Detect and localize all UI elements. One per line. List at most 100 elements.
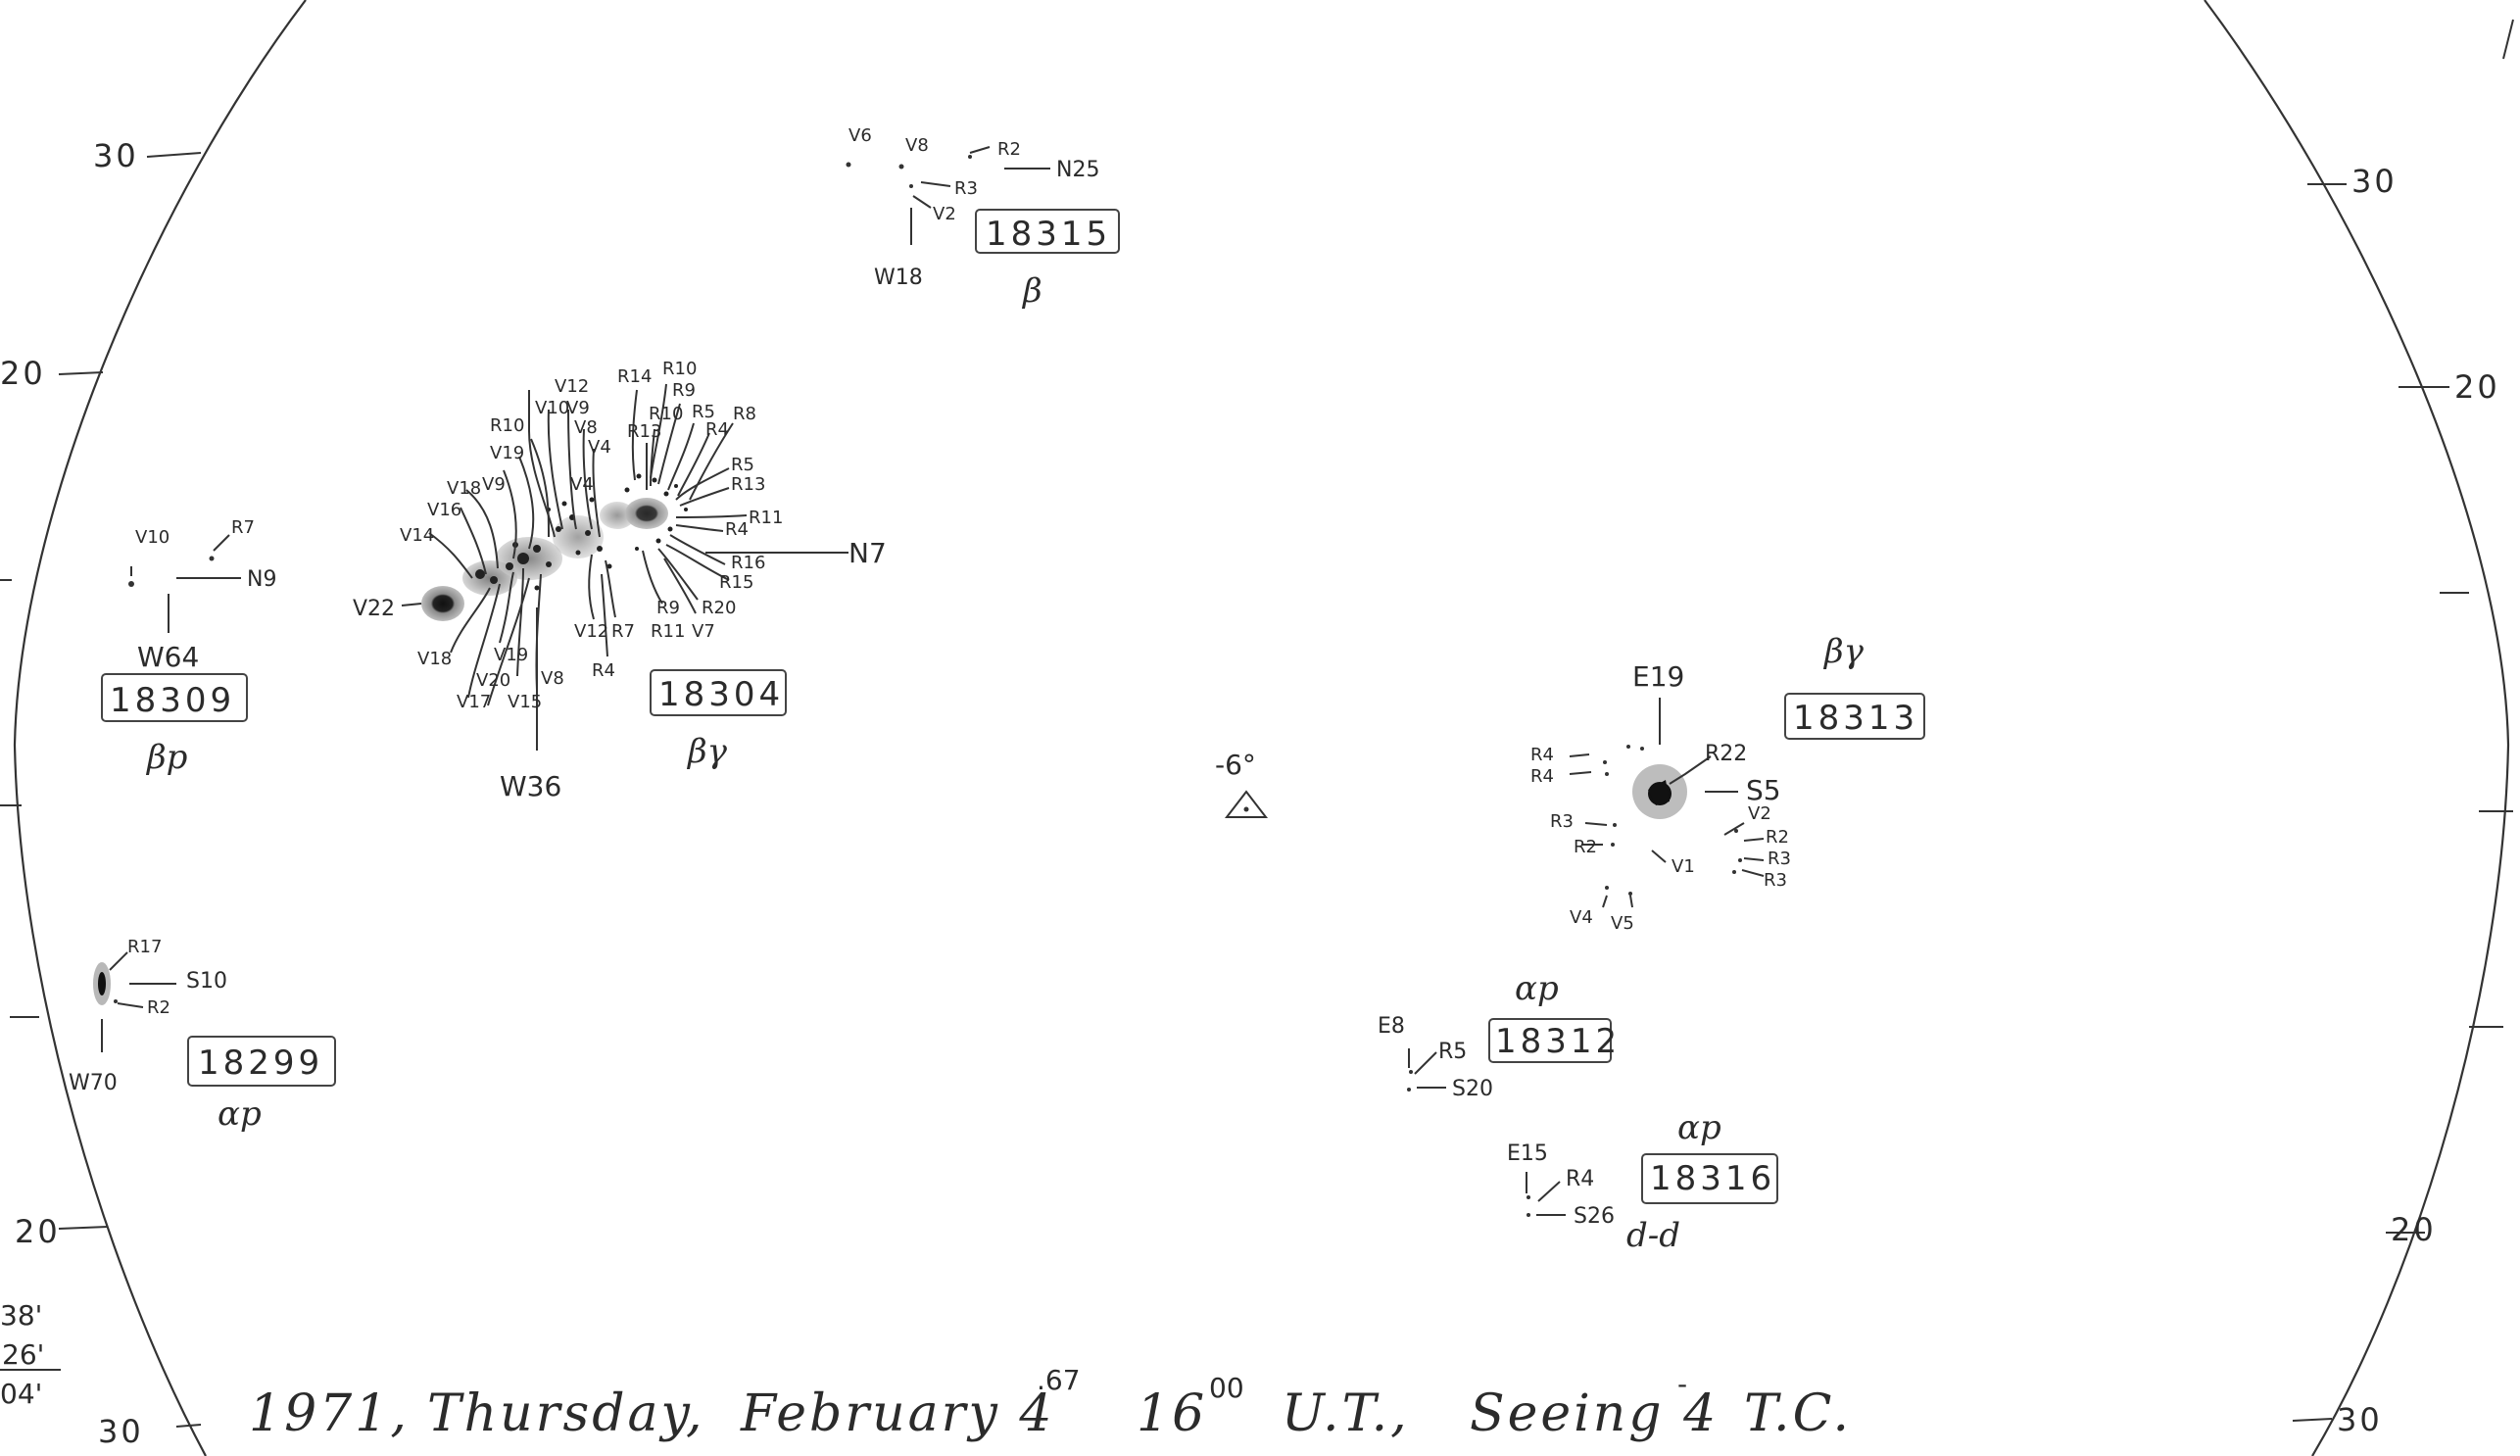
caption-year: 1971, xyxy=(249,1384,410,1443)
corner-note-line-2: 26' xyxy=(2,1338,44,1371)
spot-label: V10 xyxy=(135,527,170,548)
region-class: αp xyxy=(218,1094,262,1134)
spot-label: R10 xyxy=(649,404,683,424)
spot-label: V14 xyxy=(400,525,434,546)
region-lon: W36 xyxy=(500,770,561,802)
spot-label: V9 xyxy=(566,398,590,418)
region-number: 18299 xyxy=(198,1043,323,1083)
scale-right-20-top: 20 xyxy=(2454,368,2500,406)
caption-time-sup: 00 xyxy=(1209,1372,1244,1404)
region-number: 18312 xyxy=(1495,1022,1621,1061)
spot-label: R3 xyxy=(954,178,978,199)
region-lat: N9 xyxy=(247,567,276,592)
spot-label: R15 xyxy=(719,572,753,593)
region-number: 18309 xyxy=(110,681,235,720)
spot-label: R20 xyxy=(702,598,736,618)
region-lat: S26 xyxy=(1574,1204,1615,1229)
caption-time: 16 xyxy=(1137,1384,1207,1443)
region-18316: E15 R4 S26 αp 18316 d-d xyxy=(1507,1108,1778,1255)
region-number: 18315 xyxy=(986,215,1111,254)
spot-label: V5 xyxy=(1611,913,1634,934)
region-18315: V6 V8 R2 R3 V2 N25 W18 18315 β xyxy=(846,125,1120,311)
spot-label: R22 xyxy=(1705,742,1747,766)
spot-label: R2 xyxy=(147,997,170,1018)
spot-label: R2 xyxy=(1766,827,1789,848)
spot-label: V10 xyxy=(535,398,569,418)
caption-date-sup: .67 xyxy=(1037,1364,1081,1396)
spot-label: V8 xyxy=(541,668,564,689)
region-lat: S10 xyxy=(186,969,227,994)
region-lat: N7 xyxy=(848,537,887,569)
caption-date: February 4 xyxy=(740,1384,1055,1443)
spot-label: R10 xyxy=(490,415,524,436)
spot-label: R5 xyxy=(731,455,754,475)
observation-caption: 1971, Thursday, February 4 .67 16 00 U.T… xyxy=(249,1364,1852,1443)
scale-left-20-top: 20 xyxy=(0,355,46,392)
spot-label: V19 xyxy=(494,645,528,665)
region-class-secondary: d-d xyxy=(1626,1216,1680,1255)
scale-right-30-bottom: 30 xyxy=(2337,1401,2383,1438)
region-18299: R17 R2 S10 W70 18299 αp xyxy=(69,937,336,1134)
spot-label: R11 xyxy=(651,621,685,642)
spot-label: V18 xyxy=(417,649,452,669)
region-lat: S5 xyxy=(1746,774,1781,806)
spot-label: R5 xyxy=(692,402,715,422)
spot-label: R4 xyxy=(725,519,749,540)
spot-label: V2 xyxy=(933,204,956,224)
caption-observer: T.C. xyxy=(1744,1384,1852,1443)
region-18312: E8 R5 S20 αp 18312 xyxy=(1378,969,1621,1101)
caption-ut: U.T., xyxy=(1282,1384,1410,1443)
spot-label: V4 xyxy=(1570,907,1593,928)
spot-label: R11 xyxy=(749,508,783,528)
caption-seeing-sup: - xyxy=(1677,1368,1687,1400)
spot-label: V8 xyxy=(905,135,929,156)
scale-right-20-bottom: 20 xyxy=(2391,1211,2437,1248)
region-18313: E19 R4 R4 R22 S5 R3 R2 V2 R2 R3 R3 V1 V4… xyxy=(1530,632,1925,934)
spot-label: R3 xyxy=(1768,849,1791,869)
scale-right-30-top: 30 xyxy=(2351,163,2398,200)
spot-label: R13 xyxy=(731,474,765,495)
spot-label: V12 xyxy=(574,621,608,642)
spot-label: R5 xyxy=(1438,1040,1467,1064)
region-lon: W70 xyxy=(69,1071,118,1095)
region-18309: V10 R7 N9 W64 18309 βp xyxy=(101,517,276,777)
region-lon: W18 xyxy=(874,266,923,290)
region-class: αp xyxy=(1515,969,1559,1008)
corner-note-line-1: 38' xyxy=(0,1299,42,1332)
spot-label: R14 xyxy=(617,366,652,387)
spot-label: V19 xyxy=(490,443,524,463)
spot-label: V17 xyxy=(457,692,491,712)
scale-left-20-bottom: 20 xyxy=(15,1213,61,1250)
spot-label: V20 xyxy=(476,670,510,691)
spot-label: V18 xyxy=(447,478,481,499)
region-lat: N25 xyxy=(1056,158,1099,182)
spot-label: R4 xyxy=(1530,745,1554,765)
spot-label: R17 xyxy=(127,937,162,957)
spot-label: V9 xyxy=(482,474,506,495)
spot-label: R8 xyxy=(733,404,756,424)
region-class: βp xyxy=(145,738,187,777)
region-class: βγ xyxy=(1822,632,1865,671)
spot-label: V4 xyxy=(570,474,594,495)
region-18304: V12 V10 V9 V8 V4 V19 R10 V18 V9 V16 V14 … xyxy=(353,359,887,802)
spot-label: V4 xyxy=(588,437,611,458)
spot-label: R13 xyxy=(627,421,661,442)
region-lon: E15 xyxy=(1507,1141,1548,1166)
scale-left-30-top: 30 xyxy=(93,137,139,174)
spot-label: V2 xyxy=(1748,803,1771,824)
region-number: 18316 xyxy=(1650,1159,1775,1198)
spot-label: R4 xyxy=(705,419,729,440)
spot-label: R4 xyxy=(1530,766,1554,787)
disk-center-mark: -6° xyxy=(1215,749,1269,818)
spot-label: R7 xyxy=(231,517,255,538)
region-lon: E8 xyxy=(1378,1014,1405,1039)
spot-label: R9 xyxy=(656,598,680,618)
spot-label: R9 xyxy=(672,380,696,401)
caption-seeing: Seeing 4 xyxy=(1470,1384,1719,1443)
spot-label: V15 xyxy=(508,692,542,712)
center-angle: -6° xyxy=(1215,749,1256,781)
spot-label: R2 xyxy=(1574,837,1597,857)
spot-label: V7 xyxy=(692,621,715,642)
